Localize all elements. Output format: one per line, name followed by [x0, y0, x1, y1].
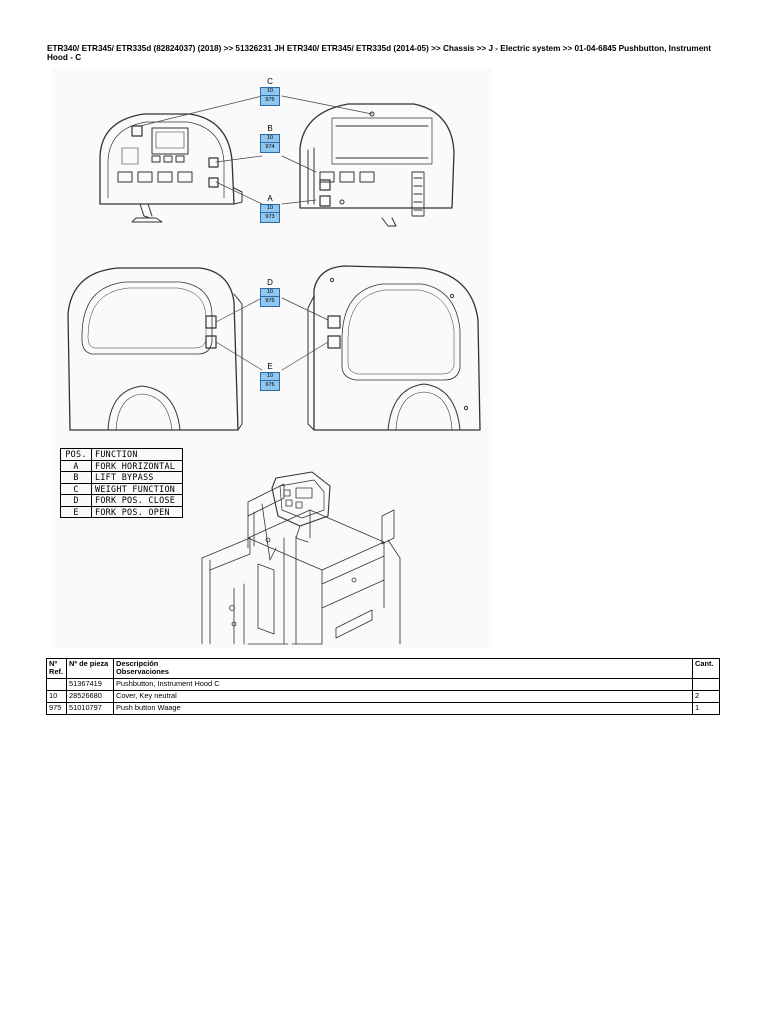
callout-ref: 10: [260, 134, 280, 143]
callout-part: 976: [260, 381, 280, 391]
callout-ref: 10: [260, 87, 280, 96]
callout-b: B 10 974: [260, 124, 280, 153]
quantity-cell: 1: [692, 701, 720, 715]
callout-ref: 10: [260, 372, 280, 381]
breadcrumb: ETR340/ ETR345/ ETR335d (82824037) (2018…: [47, 44, 711, 62]
part-number-cell: 51010797: [66, 701, 114, 715]
callout-letter: C: [267, 77, 273, 86]
table-header-row: POS. FUNCTION: [60, 448, 183, 461]
frame-isometric-view: [201, 471, 401, 645]
pos-cell: E: [60, 505, 92, 518]
ref-cell: [46, 677, 67, 691]
callout-letter: B: [267, 124, 273, 133]
quantity-cell: [692, 677, 720, 691]
function-cell: LIFT BYPASS: [91, 471, 183, 484]
part-number-cell: 51367419: [66, 677, 114, 691]
hood-rear-view: [299, 103, 455, 227]
ref-header: Nº Ref.: [46, 658, 67, 679]
function-cell: FORK POS. OPEN: [91, 505, 183, 518]
pos-cell: B: [60, 471, 92, 484]
callout-c: C 10 975: [260, 77, 280, 106]
table-row: C WEIGHT FUNCTION: [60, 482, 183, 495]
side-cover-left: [67, 267, 243, 431]
function-header: FUNCTION: [91, 448, 183, 461]
description-cell: Cover, Key neutral: [113, 689, 693, 703]
description-cell: Push button Waage: [113, 701, 693, 715]
callout-part: 974: [260, 143, 280, 153]
callout-e: E 10 976: [260, 362, 280, 391]
callout-a: A 10 973: [260, 194, 280, 223]
position-function-table: POS. FUNCTION A FORK HORIZONTAL B LIFT B…: [60, 448, 183, 518]
ref-cell: 10: [46, 689, 67, 703]
notes-header-label: Observaciones: [116, 667, 169, 677]
table-row: 975 51010797 Push button Waage 1: [46, 701, 720, 715]
callout-part: 975: [260, 96, 280, 106]
table-row: E FORK POS. OPEN: [60, 505, 183, 518]
callout-letter: E: [267, 362, 273, 371]
function-cell: FORK POS. CLOSE: [91, 494, 183, 507]
leader-lines: [139, 95, 373, 371]
quantity-cell: 2: [692, 689, 720, 703]
pos-header: POS.: [60, 448, 92, 461]
function-cell: WEIGHT FUNCTION: [91, 482, 183, 495]
callout-ref: 10: [260, 204, 280, 213]
description-header: Descripción Observaciones: [113, 658, 693, 679]
callout-d: D 10 976: [260, 278, 280, 307]
table-row: 10 28526680 Cover, Key neutral 2: [46, 689, 720, 703]
description-header-label: Descripción: [116, 659, 159, 668]
side-cover-right: [307, 265, 481, 431]
callout-letter: A: [267, 194, 273, 203]
part-number-cell: 28526680: [66, 689, 114, 703]
table-row: A FORK HORIZONTAL: [60, 459, 183, 472]
parts-header-row: Nº Ref. Nº de pieza Descripción Observac…: [46, 658, 720, 679]
hood-front-view: [99, 113, 243, 223]
part-number-header: Nº de pieza: [66, 658, 114, 679]
table-row: D FORK POS. CLOSE: [60, 494, 183, 507]
description-cell: Pushbutton, Instrument Hood C: [113, 677, 693, 691]
table-row: 51367419 Pushbutton, Instrument Hood C: [46, 677, 720, 691]
pos-cell: C: [60, 482, 92, 495]
callout-part: 976: [260, 297, 280, 307]
parts-illustration: C 10 975 B 10 974 A 10 973 D 10 976 E 10…: [52, 68, 492, 648]
pos-cell: D: [60, 494, 92, 507]
pos-cell: A: [60, 459, 92, 472]
function-cell: FORK HORIZONTAL: [91, 459, 183, 472]
callout-letter: D: [267, 278, 273, 287]
ref-cell: 975: [46, 701, 67, 715]
quantity-header: Cant.: [692, 658, 720, 679]
callout-part: 973: [260, 213, 280, 223]
table-row: B LIFT BYPASS: [60, 471, 183, 484]
parts-table: Nº Ref. Nº de pieza Descripción Observac…: [46, 658, 720, 715]
callout-ref: 10: [260, 288, 280, 297]
